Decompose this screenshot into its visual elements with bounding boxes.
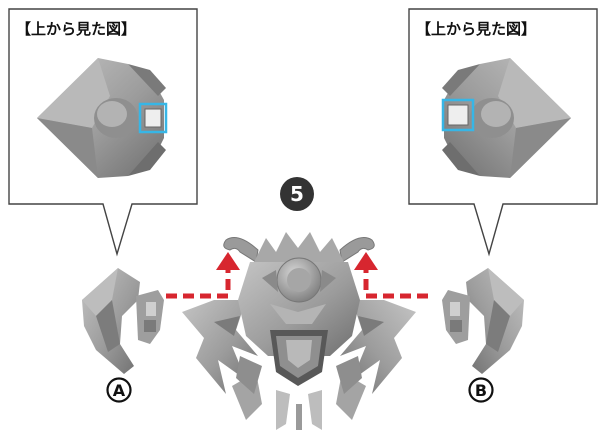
assembly-arrow-right bbox=[354, 252, 428, 299]
top-view-part-right bbox=[441, 58, 571, 178]
part-label-a: A bbox=[106, 377, 132, 403]
part-label-b: B bbox=[468, 377, 494, 403]
callout-caption-left: 【上から見た図】 bbox=[16, 20, 136, 38]
step-number: 5 bbox=[290, 182, 304, 206]
center-head-assembly bbox=[182, 232, 416, 430]
step-badge: 5 bbox=[280, 177, 314, 211]
socket-highlight-right bbox=[441, 98, 475, 132]
assembly-arrow-left bbox=[166, 252, 240, 299]
top-view-part-left bbox=[37, 58, 168, 178]
part-label-b-text: B bbox=[475, 381, 487, 400]
callout-caption-right: 【上から見た図】 bbox=[416, 20, 536, 38]
socket-highlight-left bbox=[138, 102, 168, 134]
part-label-a-text: A bbox=[113, 381, 126, 400]
callout-top-view-left: 【上から見た図】 bbox=[8, 8, 198, 257]
callout-top-view-right: 【上から見た図】 bbox=[408, 8, 598, 257]
side-part-b bbox=[442, 268, 524, 374]
side-part-a bbox=[82, 268, 164, 374]
